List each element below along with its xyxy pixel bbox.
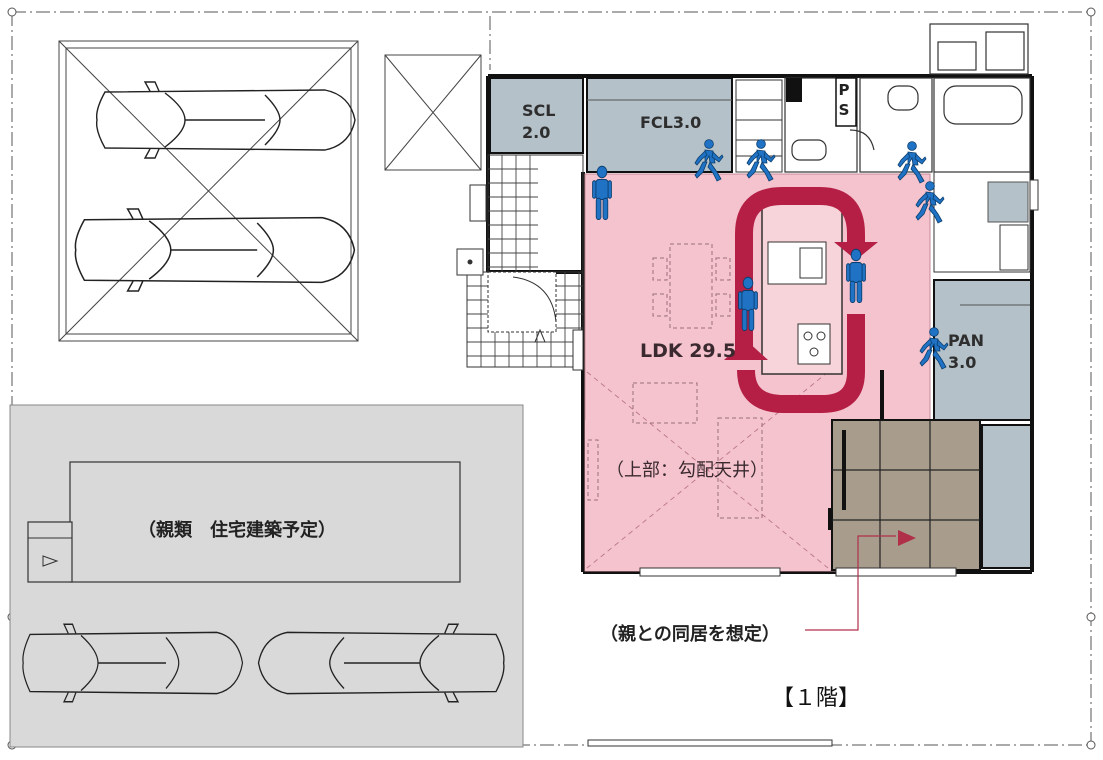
room-label-pan: PAN 3.0 [948, 330, 984, 374]
room-label-ps: P S [837, 80, 851, 120]
ps-letter-s: S [838, 101, 850, 119]
floor-label: 【１階】 [772, 686, 861, 711]
room-label-fcl: FCL3.0 [640, 113, 702, 132]
room-size: 2.0 [522, 123, 551, 142]
room-size: 3.0 [948, 353, 977, 372]
relatives-house-note: （親類 住宅建築予定） [138, 520, 336, 541]
room-label-ldk: LDK 29.5 [640, 340, 737, 362]
room-name: PAN [948, 331, 985, 350]
room-name: SCL [522, 101, 556, 120]
cohabitation-note: （親との同居を想定） [600, 624, 780, 645]
ps-letter-p: P [838, 81, 850, 99]
ceiling-note: （上部：勾配天井） [606, 460, 768, 481]
room-label-scl: SCL 2.0 [522, 100, 555, 144]
